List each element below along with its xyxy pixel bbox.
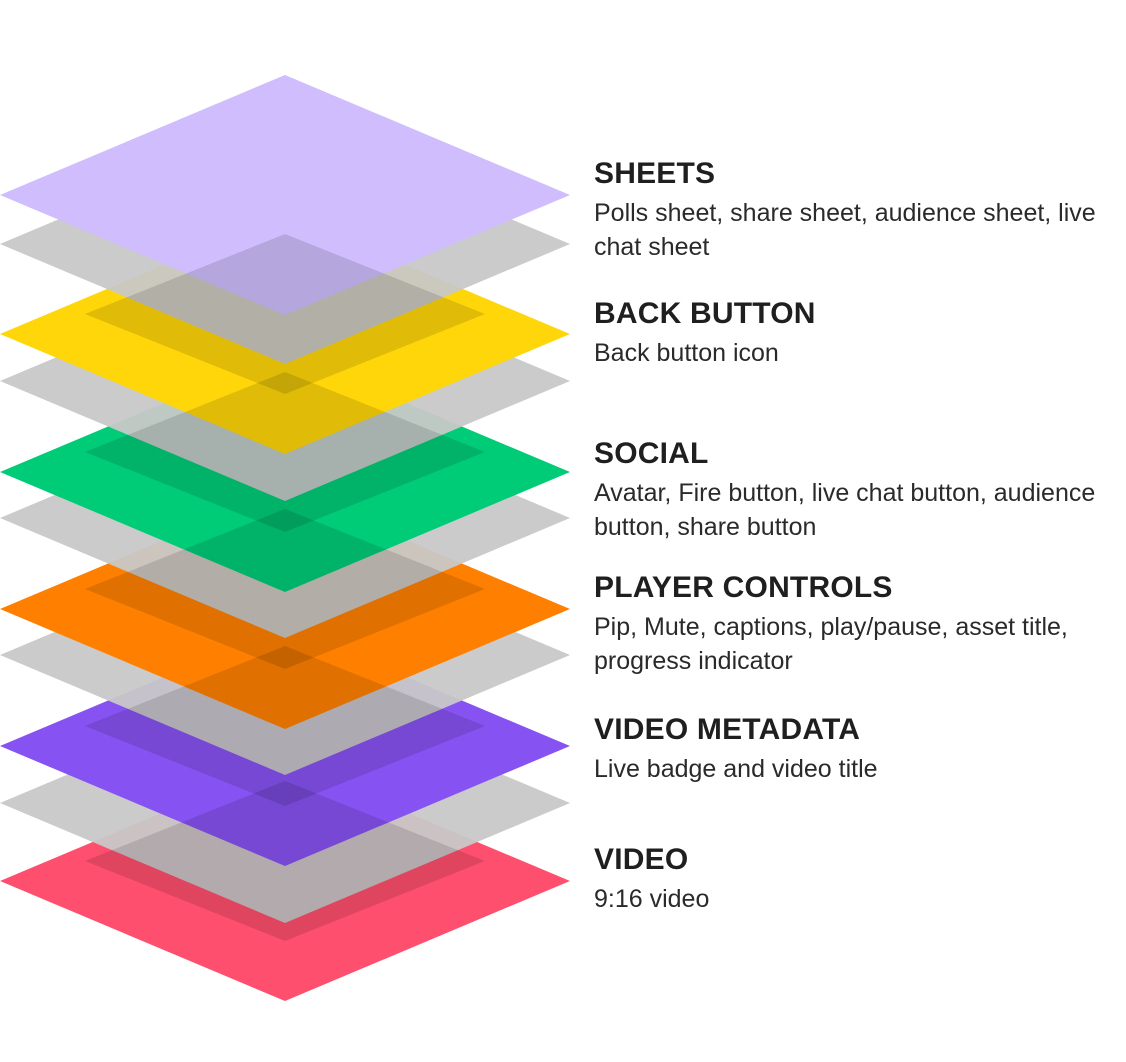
layer-plane-sheets xyxy=(0,75,570,315)
layer-title-social: SOCIAL xyxy=(594,437,709,470)
layer-desc-video: 9:16 video xyxy=(594,885,710,913)
layer-label-back-button: BACK BUTTON Back button icon xyxy=(594,296,1114,370)
layer-title-video: VIDEO xyxy=(594,843,689,876)
layer-label-social: SOCIAL Avatar, Fire button, live chat bu… xyxy=(594,436,1114,544)
layer-desc-social: Avatar, Fire button, live chat button, a… xyxy=(594,479,1096,541)
layer-label-video: VIDEO 9:16 video xyxy=(594,842,1114,916)
layer-desc-sheets: Polls sheet, share sheet, audience sheet… xyxy=(594,199,1096,261)
layer-stack-diagram xyxy=(0,75,570,1001)
layer-overlap-shade-video xyxy=(85,781,485,941)
layer-label-sheets: SHEETS Polls sheet, share sheet, audienc… xyxy=(594,156,1114,264)
layer-overlap-shade-social xyxy=(85,372,485,532)
layer-title-sheets: SHEETS xyxy=(594,157,716,190)
layer-overlap-shade-video-metadata xyxy=(85,646,485,806)
layer-title-back-button: BACK BUTTON xyxy=(594,297,816,330)
layer-label-video-metadata: VIDEO METADATA Live badge and video titl… xyxy=(594,712,1114,786)
layer-title-video-metadata: VIDEO METADATA xyxy=(594,713,861,746)
layer-desc-back-button: Back button icon xyxy=(594,339,779,367)
layer-desc-player-controls: Pip, Mute, captions, play/pause, asset t… xyxy=(594,613,1068,675)
layer-overlap-shade-player-controls xyxy=(85,509,485,669)
layer-overlap-shade-back-button xyxy=(85,234,485,394)
layer-label-player-controls: PLAYER CONTROLS Pip, Mute, captions, pla… xyxy=(594,570,1114,678)
layer-title-player-controls: PLAYER CONTROLS xyxy=(594,571,893,604)
layer-desc-video-metadata: Live badge and video title xyxy=(594,755,878,783)
